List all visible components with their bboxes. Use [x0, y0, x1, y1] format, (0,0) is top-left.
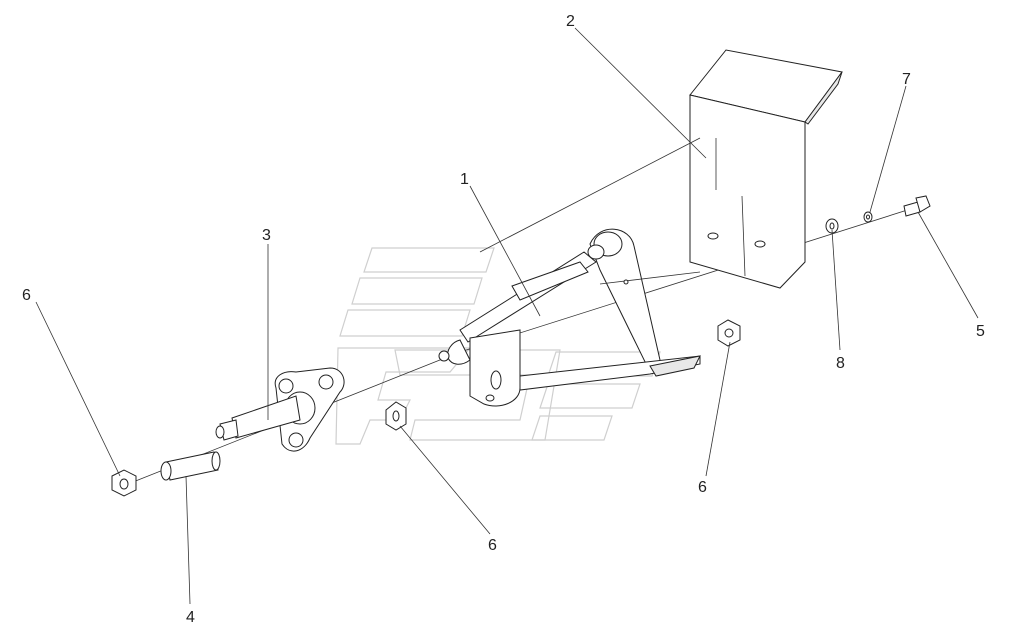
callout-8: 8: [836, 355, 845, 372]
callout-4: 4: [186, 609, 195, 626]
part-5-bolt: [903, 195, 931, 217]
part-6-nut-left: [111, 469, 137, 497]
part-1-pedal-lever: [438, 228, 701, 407]
part-4-spacer-sleeve: [160, 451, 221, 481]
part-6-nut-center: [385, 401, 407, 431]
callout-7: 7: [902, 71, 911, 88]
part-2-bracket: [479, 49, 843, 289]
part-7-spring-washer: [863, 211, 873, 223]
callout-1: 1: [460, 171, 469, 188]
callout-3: 3: [262, 227, 271, 244]
callout-2: 2: [566, 13, 575, 30]
callout-6-left: 6: [22, 287, 31, 304]
callout-6-right: 6: [698, 479, 707, 496]
leader-lines: [35, 27, 979, 605]
axis-line-right: [459, 205, 921, 353]
part-6-nut-right: [717, 319, 741, 347]
part-3-flanged-shaft: [215, 367, 345, 452]
callout-6-center: 6: [488, 537, 497, 554]
callout-5: 5: [976, 323, 985, 340]
